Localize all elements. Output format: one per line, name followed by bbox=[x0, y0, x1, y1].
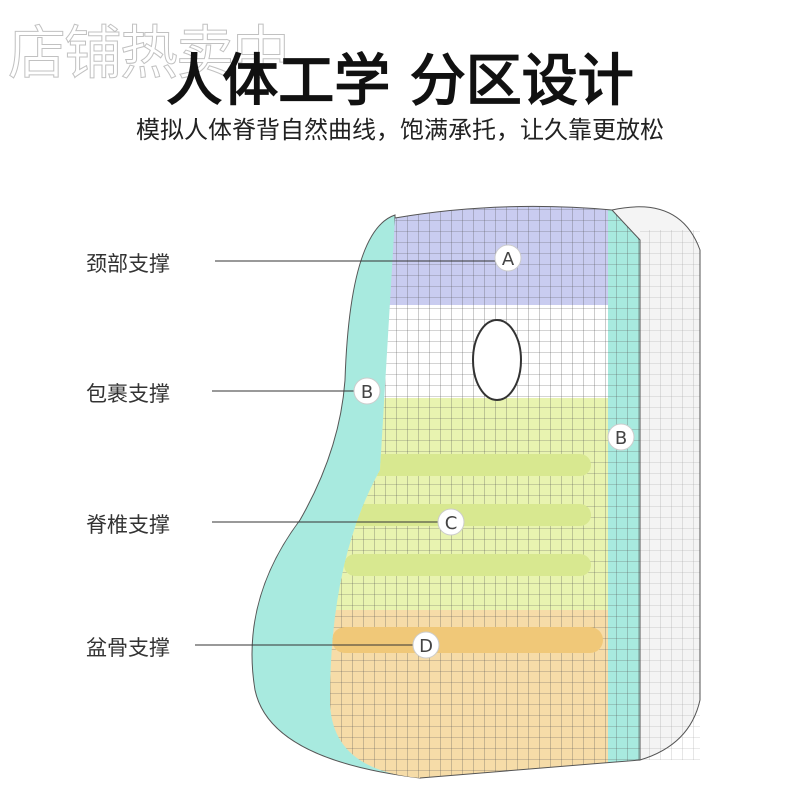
neck-hole bbox=[472, 319, 522, 401]
label-pelvis-support: 盆骨支撑 bbox=[86, 636, 170, 660]
marker-d: D bbox=[419, 636, 433, 657]
page-title: 人体工学 分区设计 bbox=[166, 49, 634, 114]
label-spine-support: 脊椎支撑 bbox=[86, 513, 170, 537]
marker-a: A bbox=[502, 249, 515, 270]
marker-b-right: B bbox=[615, 428, 627, 449]
label-wrap-support: 包裹支撑 bbox=[86, 382, 170, 406]
marker-c: C bbox=[445, 513, 458, 534]
label-neck-support: 颈部支撑 bbox=[86, 252, 170, 276]
watermark: 店铺热卖中 bbox=[7, 19, 290, 88]
subtitle: 模拟人体脊背自然曲线，饱满承托，让久靠更放松 bbox=[136, 116, 664, 144]
marker-b-left: B bbox=[361, 382, 373, 403]
